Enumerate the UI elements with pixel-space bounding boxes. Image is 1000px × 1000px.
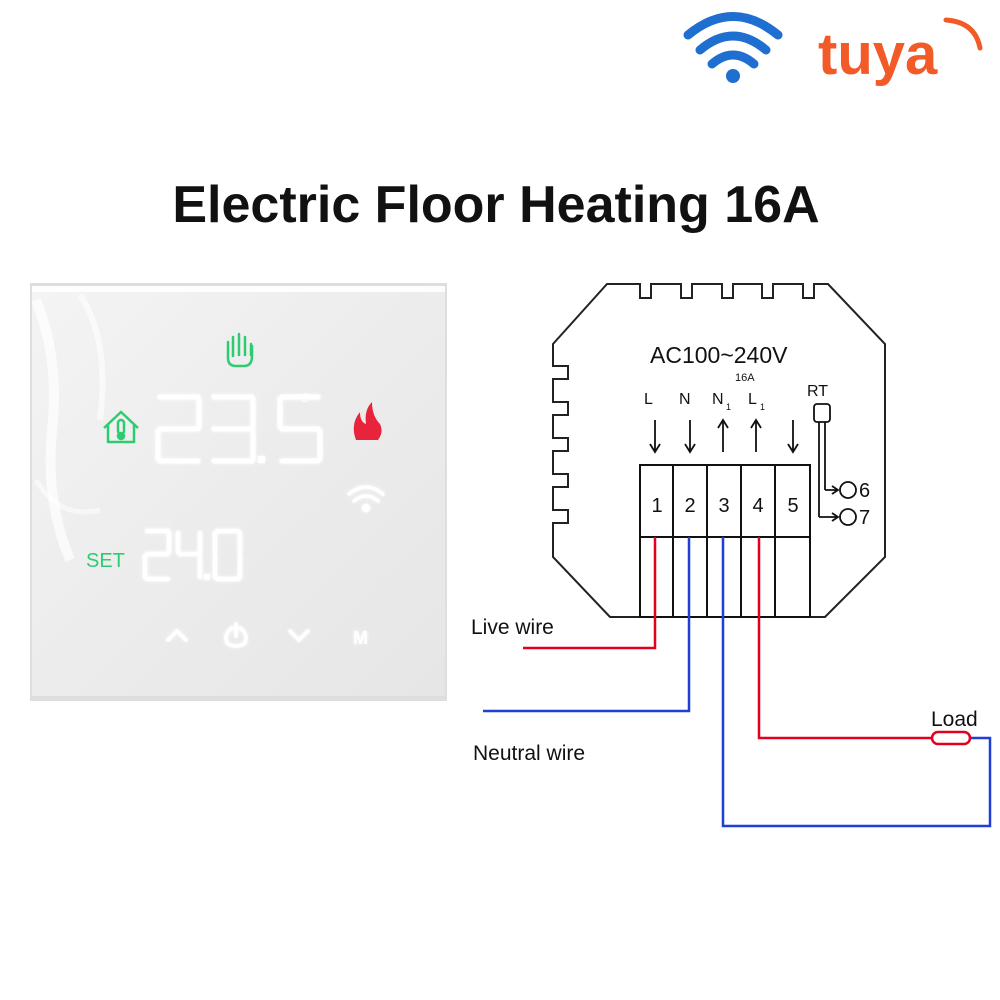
- load-neutral-wire: [721, 537, 992, 828]
- set-temperature: [142, 528, 243, 582]
- load-live-wire: [757, 537, 932, 740]
- temp-unit: °C: [296, 391, 310, 405]
- set-label: SET: [86, 550, 125, 572]
- up-arrow-icon[interactable]: [166, 628, 188, 642]
- rt-sensor-probe: [813, 403, 857, 526]
- wifi-icon: [683, 12, 783, 83]
- top-terminal-labels: L N N 1 L 1 RT: [644, 383, 828, 412]
- load-label: Load: [931, 708, 978, 731]
- tuya-logo-arc: [943, 17, 983, 51]
- label-l1: L: [748, 391, 757, 408]
- page-title: Electric Floor Heating 16A: [172, 176, 819, 234]
- terminal-1: 1: [651, 495, 662, 517]
- mode-icon[interactable]: M: [353, 628, 368, 648]
- terminal-numbers: 1 2 3 4 5: [651, 495, 798, 517]
- flame-icon: [353, 402, 382, 440]
- terminal-4: 4: [752, 495, 763, 517]
- sensor-terminal-6: 6: [859, 480, 870, 502]
- neutral-wire-label: Neutral wire: [473, 742, 585, 765]
- terminal-2: 2: [684, 495, 695, 517]
- wifi-status-icon: [347, 485, 385, 513]
- manual-hand-icon: [226, 332, 254, 368]
- terminal-5: 5: [787, 495, 798, 517]
- power-icon[interactable]: [224, 622, 248, 648]
- live-wire-label: Live wire: [471, 616, 554, 639]
- label-n1: N: [712, 391, 724, 408]
- device-body: [552, 283, 886, 618]
- label-l: L: [644, 391, 653, 408]
- live-wire: [523, 537, 657, 650]
- home-thermometer-icon: [103, 410, 139, 444]
- label-rt: RT: [807, 383, 828, 400]
- supply-label: AC100~240V: [650, 342, 788, 368]
- terminal-3: 3: [718, 495, 729, 517]
- current-rating-label: 16A: [735, 372, 755, 384]
- current-temperature: [155, 394, 323, 464]
- label-n: N: [679, 391, 691, 408]
- neutral-wire: [483, 537, 691, 713]
- terminal-block: [639, 464, 811, 618]
- terminal-arrows: [649, 418, 799, 454]
- sensor-terminal-7: 7: [859, 507, 870, 529]
- tuya-logo: tuya: [818, 22, 938, 87]
- down-arrow-icon[interactable]: [288, 629, 310, 643]
- label-l1-sub: 1: [760, 402, 765, 412]
- load-element: [930, 730, 972, 746]
- label-n1-sub: 1: [726, 402, 731, 412]
